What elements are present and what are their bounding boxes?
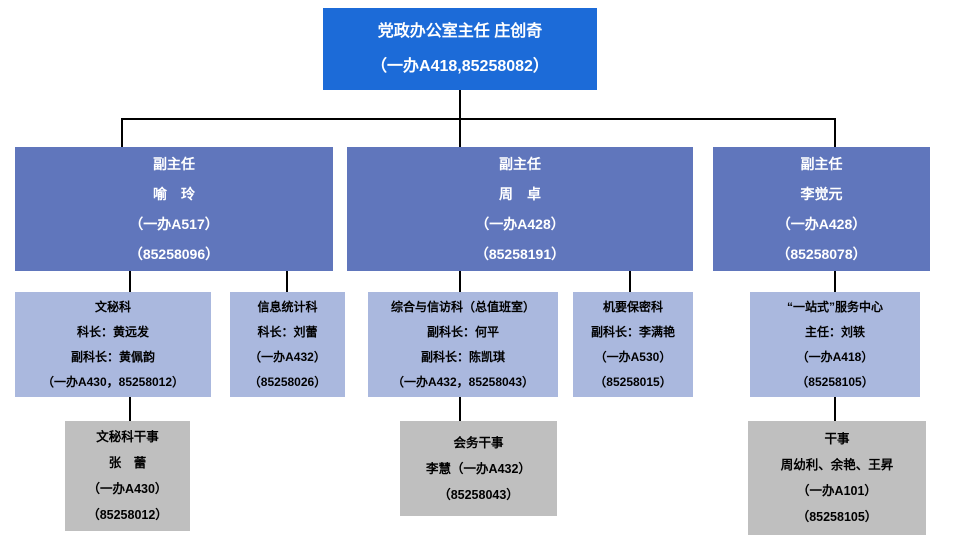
staff-title: 会务干事 <box>453 435 504 450</box>
staff-phone: （85258043） <box>438 487 519 502</box>
deputy-phone: （85258096） <box>128 246 220 262</box>
connector-xinxi-drop <box>286 271 288 292</box>
deputy-name: 李觉元 <box>800 186 843 202</box>
org-box-dept-wenmike: 文秘科 科长：黄远发 副科长：黄佩韵 （一办A430，85258012） <box>15 292 211 397</box>
deputy-name: 周 卓 <box>499 186 541 202</box>
dept-name: 机要保密科 <box>602 299 663 314</box>
dept-room-phone: （一办A430，85258012） <box>41 374 185 389</box>
org-box-staff-ganshi: 干事 周幼利、余艳、王昇 （一办A101） （85258105） <box>748 421 926 535</box>
connector-main-horizontal <box>121 118 835 120</box>
connector-zonghe-drop <box>459 271 461 292</box>
org-box-dept-jiyaobaomike: 机要保密科 副科长：李满艳 （一办A530） （85258015） <box>573 292 693 397</box>
deputy-room: （一办A428） <box>776 216 867 232</box>
deputy-room: （一办A428） <box>475 216 565 232</box>
dept-deputy-chief-2: 副科长：陈凯琪 <box>420 349 505 364</box>
dept-room: （一办A418） <box>796 349 874 364</box>
dept-room-phone: （一办A432，85258043） <box>391 374 535 389</box>
dept-name: 文秘科 <box>94 299 131 314</box>
deputy-title: 副主任 <box>800 156 843 172</box>
org-box-dept-xinxitongjike: 信息统计科 科长：刘蕾 （一办A432） （85258026） <box>230 292 345 397</box>
org-box-staff-wenmike: 文秘科干事 张 蕾 （一办A430） （85258012） <box>65 421 190 531</box>
connector-wenmi-drop <box>129 271 131 292</box>
staff-phone: （85258012） <box>87 508 168 522</box>
dept-name: “一站式”服务中心 <box>786 299 883 314</box>
connector-yizhanshi-drop <box>834 271 836 292</box>
org-box-dept-zongheyuxinfangke: 综合与信访科（总值班室） 副科长：何平 副科长：陈凯琪 （一办A432，8525… <box>368 292 558 397</box>
dept-name: 综合与信访科（总值班室） <box>390 299 535 314</box>
dept-name: 信息统计科 <box>257 299 318 314</box>
dept-chief: 科长：黄远发 <box>76 324 149 339</box>
dept-deputy-chief: 副科长：李满艳 <box>590 324 675 339</box>
staff-name-room: 李慧（一办A432） <box>426 461 531 476</box>
org-box-deputy-yuling: 副主任 喻 玲 （一办A517） （85258096） <box>15 147 333 271</box>
org-box-deputy-lijueyuan: 副主任 李觉元 （一办A428） （85258078） <box>713 147 930 271</box>
dept-deputy-chief-1: 副科长：何平 <box>426 324 499 339</box>
dept-deputy-chief: 副科长：黄佩韵 <box>70 349 155 364</box>
dept-chief: 科长：刘蕾 <box>257 324 318 339</box>
dept-room: （一办A530） <box>594 349 672 364</box>
connector-deputy1-drop <box>121 118 123 147</box>
org-box-dept-yizhanshi: “一站式”服务中心 主任：刘轶 （一办A418） （85258105） <box>750 292 920 397</box>
connector-staff-huiwu-drop <box>459 397 461 421</box>
org-box-staff-huiwu: 会务干事 李慧（一办A432） （85258043） <box>400 421 557 516</box>
connector-root-drop <box>459 90 461 119</box>
connector-jiyao-drop <box>629 271 631 292</box>
dept-phone: （85258026） <box>248 374 327 389</box>
connector-deputy3-drop <box>834 118 836 147</box>
staff-title: 干事 <box>824 432 850 446</box>
staff-room: （一办A430） <box>87 482 168 496</box>
dept-room: （一办A432） <box>249 349 326 364</box>
director-title-name: 党政办公室主任 庄创奇 <box>377 23 543 40</box>
staff-name: 张 蕾 <box>108 456 147 470</box>
deputy-title: 副主任 <box>153 156 195 172</box>
deputy-phone: （85258191） <box>474 246 566 262</box>
staff-phone: （85258105） <box>796 510 878 524</box>
staff-room: （一办A101） <box>797 484 877 498</box>
org-box-deputy-zhouzhuo: 副主任 周 卓 （一办A428） （85258191） <box>347 147 693 271</box>
deputy-phone: （85258078） <box>776 246 867 262</box>
staff-names: 周幼利、余艳、王昇 <box>780 458 894 472</box>
deputy-name: 喻 玲 <box>153 186 195 202</box>
connector-staff-wenmi-drop <box>129 397 131 421</box>
director-room-phone: （一办A418,85258082） <box>371 58 549 75</box>
deputy-room: （一办A517） <box>129 216 219 232</box>
dept-director: 主任：刘轶 <box>804 324 865 339</box>
connector-staff-ganshi-drop <box>834 397 836 421</box>
deputy-title: 副主任 <box>499 156 541 172</box>
staff-title: 文秘科干事 <box>96 430 159 444</box>
org-box-director: 党政办公室主任 庄创奇 （一办A418,85258082） <box>323 8 597 90</box>
connector-deputy2-drop <box>459 118 461 147</box>
dept-phone: （85258105） <box>796 374 874 389</box>
dept-phone: （85258015） <box>594 374 672 389</box>
